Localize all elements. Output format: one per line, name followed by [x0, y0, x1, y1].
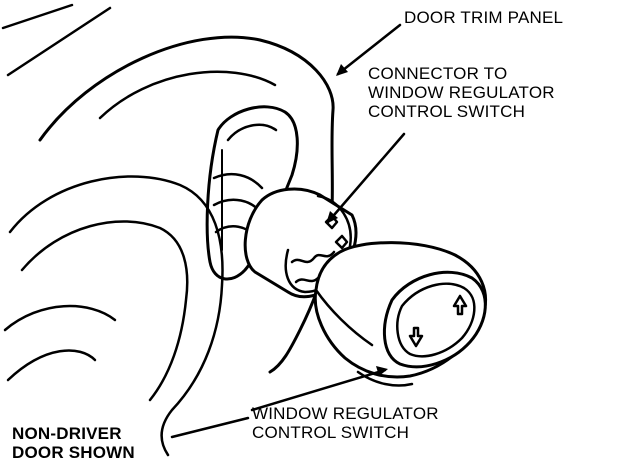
window-frame-lines	[1, 3, 112, 77]
connector-label: CONNECTOR TO WINDOW REGULATOR CONTROL SW…	[368, 64, 555, 121]
armrest-contours	[3, 175, 224, 457]
connector-label-line1: CONNECTOR TO	[368, 64, 508, 83]
leader-arrowheads	[326, 64, 388, 376]
note-line1: NON-DRIVER	[12, 424, 122, 443]
switch-label-line2: CONTROL SWITCH	[252, 423, 410, 442]
door-trim-panel-label: DOOR TRIM PANEL	[404, 8, 563, 27]
non-driver-door-note: NON-DRIVER DOOR SHOWN	[12, 424, 135, 462]
window-switch-body	[313, 241, 487, 387]
note-line2: DOOR SHOWN	[12, 443, 135, 462]
connector-label-line3: CONTROL SWITCH	[368, 102, 526, 121]
door-panel-inner-contour	[98, 70, 277, 120]
leader-lines	[170, 23, 406, 439]
door-trim-panel-outline	[38, 35, 335, 374]
door-trim-panel-text: DOOR TRIM PANEL	[404, 8, 564, 27]
switch-label-line1: WINDOW REGULATOR	[252, 404, 439, 423]
switch-label: WINDOW REGULATOR CONTROL SWITCH	[252, 404, 439, 442]
connector-label-line2: WINDOW REGULATOR	[368, 83, 555, 102]
